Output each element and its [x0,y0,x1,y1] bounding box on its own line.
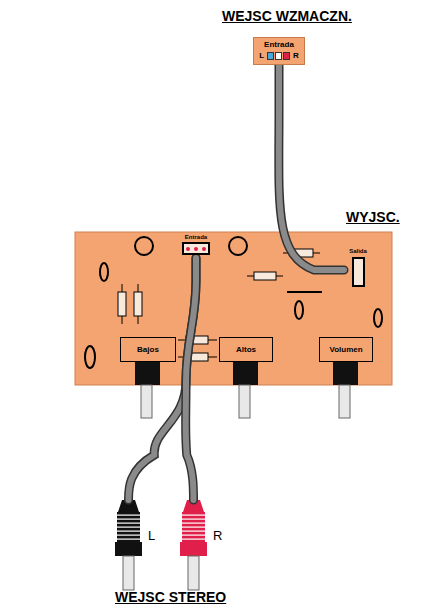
potentiometer-box: Altos [219,337,273,362]
wire-jumper [287,291,322,293]
shielded-cable [186,258,196,500]
channel-label: R [213,528,222,543]
pin [267,52,274,60]
connector-title: Salida [344,247,372,255]
channel-label: L [148,528,155,543]
pin [186,247,190,251]
pin [275,52,282,60]
potentiometer-shaft [135,362,358,418]
potentiometer-box: Bajos [120,337,176,362]
shielded-cable [129,258,197,500]
channel-label: L [259,51,264,60]
connector-title: Entrada [178,234,214,241]
input-label: WEJSC STEREO [115,589,226,605]
shielded-cable [279,65,344,270]
connector-title: Entrada [257,40,301,49]
connector: Entrada [178,234,214,258]
capacitor-symbol [85,237,382,368]
rca-plug [115,500,207,590]
pin [202,247,206,251]
channel-label: R [293,51,299,60]
pot-label: Bajos [137,345,159,354]
pot-label: Altos [236,345,256,354]
rca-plug-node: R [182,500,205,570]
pin [194,247,198,251]
pot-label: Volumen [329,345,362,354]
pin-row: LR [257,51,301,60]
connector-pins [267,52,290,60]
pin [283,52,290,60]
potentiometer-box: Volumen [319,337,373,362]
socket [352,257,365,287]
pcb-board [75,232,392,385]
output-label: WEJSC WZMACZN. [222,8,352,24]
rca-plug-node: L [117,500,140,570]
resistor-symbol [118,249,320,361]
connector: Salida [344,247,372,293]
socket [182,242,210,255]
connector: EntradaLR [253,37,305,65]
output-label: WYJSC. [346,209,400,225]
